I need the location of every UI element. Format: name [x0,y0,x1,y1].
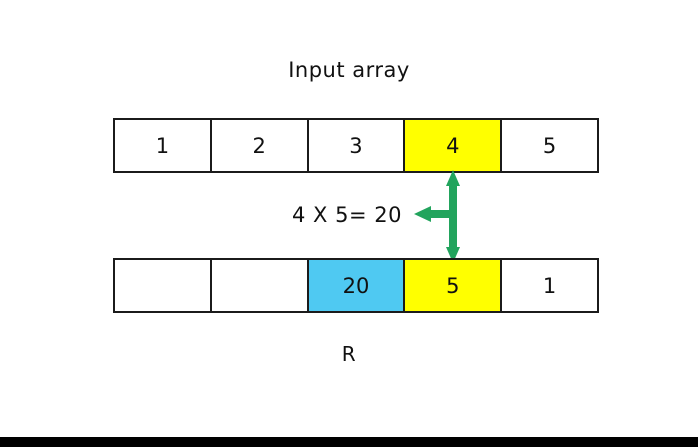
equation-label: 4 X 5= 20 [292,203,402,227]
result-array: 20 5 1 [113,258,599,313]
input-array-cell-4: 5 [502,120,597,171]
input-array-cell-1: 2 [211,120,309,171]
clipped-text: ’’ ’’ ’’ ’’ ’’ ’’ ’’ ’’ [108,0,241,6]
input-array-cell-0: 1 [115,120,212,171]
bottom-band [0,437,698,447]
result-array-cell-2: 20 [308,260,406,311]
clipped-text-strip: ’’ ’’ ’’ ’’ ’’ ’’ ’’ ’’ [0,0,698,10]
input-array-cell-3: 4 [405,120,503,171]
input-array: 1 2 3 4 5 [113,118,599,173]
result-array-cell-3: 5 [405,260,503,311]
result-array-cell-0 [115,260,212,311]
input-array-cell-2: 3 [308,120,406,171]
input-array-title: Input array [288,58,410,82]
result-array-cell-1 [211,260,309,311]
left-arrow-head [414,206,431,222]
result-array-cell-4: 1 [502,260,597,311]
result-array-label: R [341,342,357,366]
